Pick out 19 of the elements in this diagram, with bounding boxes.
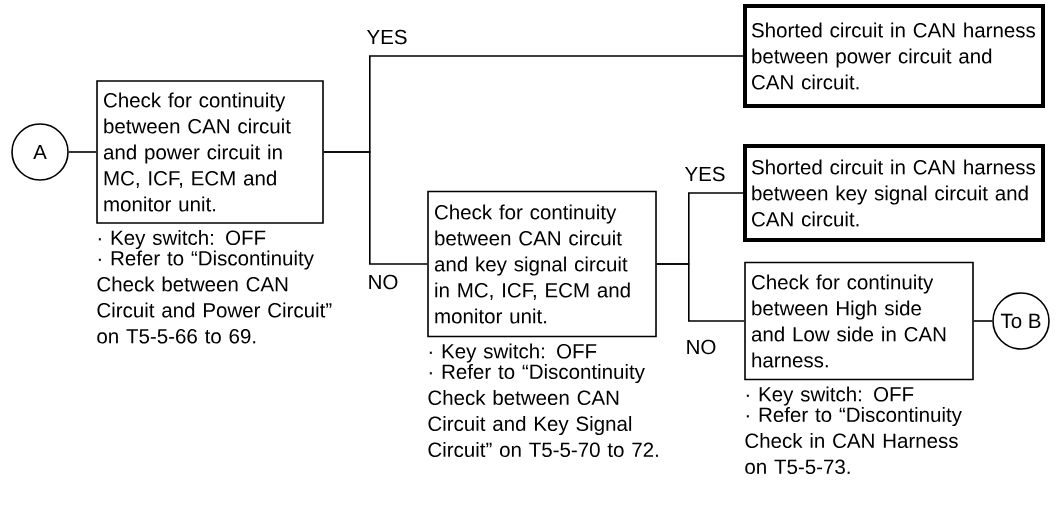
- result-box: Shorted circuit in CAN harness between power circuit and CAN circuit.: [743, 4, 1045, 108]
- edge-label: NO: [687, 339, 716, 355]
- connector-line: [973, 320, 993, 322]
- connector-line: [323, 151, 428, 265]
- note-text: · Refer to “Discontinuity Check between CAN Circuit and Power Circuit” on T5-5-66 to 69.: [97, 250, 332, 344]
- note-text: · Key switch: OFF: [746, 386, 914, 406]
- edge-label: YES: [366, 29, 407, 45]
- note-text: · Key switch: OFF: [98, 230, 266, 250]
- note-text: · Key switch: OFF: [429, 343, 597, 363]
- note-text: · Refer to “Discontinuity Check between CAN Circuit and Key Signal Circuit” on T5-5-70 to 72.: [428, 364, 658, 458]
- check-box: Check for continuity between CAN circuit and power circuit in MC, ICF, ECM and monitor unit.: [96, 80, 324, 224]
- edge-label: NO: [369, 274, 398, 290]
- check-box: Check for continuity between CAN circuit and key signal circuit in MC, ICF, ECM and monitor unit.: [427, 190, 657, 338]
- note-text: · Refer to “Discontinuity Check in CAN Harness on T5-5-73.: [745, 407, 962, 475]
- result-box: Shorted circuit in CAN harness between key signal circuit and CAN circuit.: [743, 144, 1045, 242]
- connector-line: [656, 263, 745, 322]
- edge-label: YES: [684, 166, 725, 182]
- check-box: Check for continuity between High side and Low side in CAN harness.: [744, 261, 974, 381]
- connector-line: [68, 151, 97, 153]
